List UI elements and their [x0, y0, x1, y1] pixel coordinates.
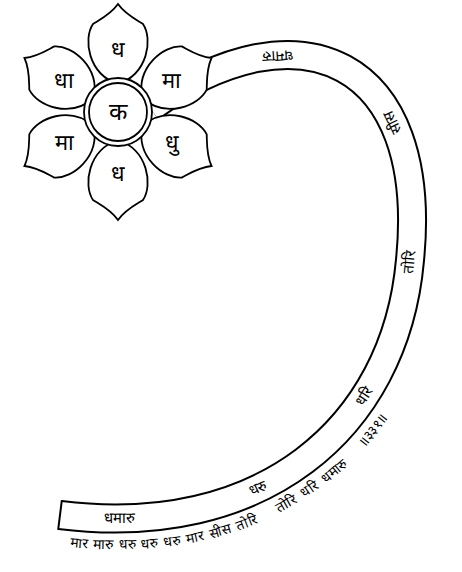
- verse-word: सीस: [207, 521, 232, 540]
- lotus-petal: ध: [83, 140, 153, 220]
- inner-ring: [89, 83, 147, 141]
- verse-word: धरु: [140, 535, 158, 550]
- verse-word: तोरि: [234, 511, 260, 532]
- center-syllable: क: [109, 100, 127, 124]
- petal-syllable: धु: [165, 132, 179, 154]
- stem-word: धमारु: [262, 47, 294, 64]
- lotus-petal: ध: [83, 4, 153, 84]
- stem-fill: [60, 55, 412, 519]
- stem-end: [58, 500, 62, 530]
- petal-outline: [88, 140, 147, 220]
- petal-outline: [10, 32, 109, 123]
- verse-word: धरु: [118, 537, 135, 551]
- lotus-center: क: [82, 76, 154, 148]
- stem-word: धमारु: [104, 511, 135, 526]
- verse-word: मार: [69, 535, 88, 550]
- verse-word: [114, 538, 118, 552]
- petal-syllable: मा: [55, 132, 74, 154]
- outer-ring: [84, 78, 152, 146]
- verse-word: धरु: [162, 533, 181, 549]
- petal-outline: [10, 100, 109, 191]
- verse-word: [88, 537, 93, 551]
- verse-word: [136, 537, 141, 551]
- stem-word: तोरि: [401, 250, 418, 274]
- verse-word: मार: [184, 528, 204, 545]
- petal-syllable: ध: [111, 39, 125, 61]
- petal-syllable: मा: [162, 70, 181, 92]
- stem-outline: [60, 55, 412, 519]
- petal-syllable: धा: [54, 70, 74, 92]
- petal-syllable: ध: [111, 163, 125, 185]
- verse-word: मारु: [93, 537, 113, 552]
- petal-outline: [88, 4, 147, 84]
